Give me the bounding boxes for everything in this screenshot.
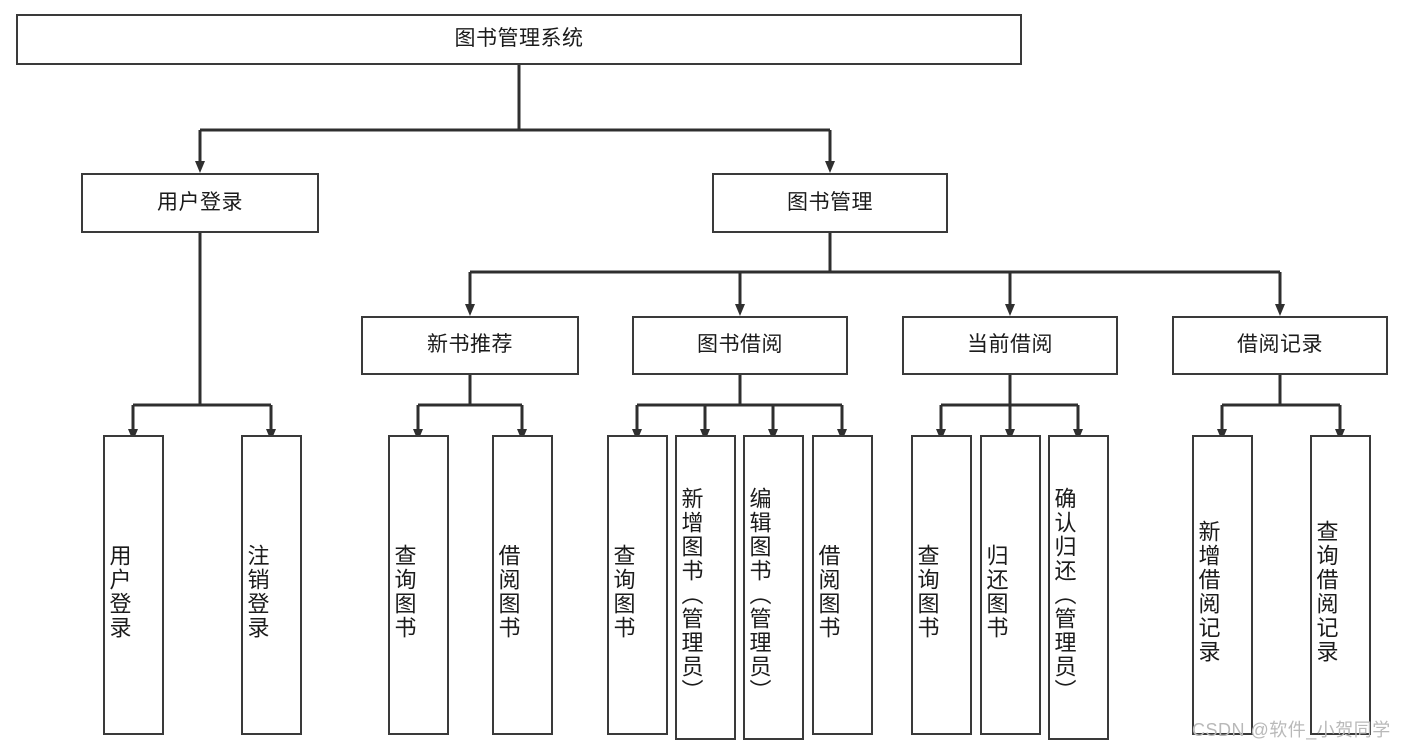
node-new-book-recommend-label: 新书推荐	[427, 333, 513, 357]
leaf-logout-label: 注销登录	[244, 544, 270, 640]
leaf-add-book[interactable]: 新增图书（管理员）	[675, 435, 736, 740]
leaf-edit-book[interactable]: 编辑图书（管理员）	[743, 435, 804, 740]
node-user-login[interactable]: 用户登录	[81, 173, 319, 233]
leaf-query-book-3-label: 查询图书	[914, 544, 940, 640]
watermark: CSDN @软件_小贺同学	[1192, 720, 1391, 740]
node-book-borrow-label: 图书借阅	[697, 333, 783, 357]
leaf-confirm-return-label: 确认归还（管理员）	[1051, 486, 1077, 703]
node-borrow-record-label: 借阅记录	[1237, 333, 1323, 357]
leaf-query-book-3[interactable]: 查询图书	[911, 435, 972, 735]
node-root-label: 图书管理系统	[454, 27, 584, 51]
leaf-borrow-book-1-label: 借阅图书	[495, 544, 521, 640]
leaf-query-record-label: 查询借阅记录	[1313, 520, 1339, 664]
leaf-query-book-2[interactable]: 查询图书	[607, 435, 668, 735]
node-user-login-label: 用户登录	[157, 190, 243, 214]
node-book-manage-label: 图书管理	[787, 190, 873, 214]
leaf-query-book-1-label: 查询图书	[391, 544, 417, 640]
leaf-query-book-2-label: 查询图书	[610, 544, 636, 640]
leaf-logout[interactable]: 注销登录	[241, 435, 302, 735]
leaf-return-book[interactable]: 归还图书	[980, 435, 1041, 735]
leaf-borrow-book-1[interactable]: 借阅图书	[492, 435, 553, 735]
leaf-edit-book-label: 编辑图书（管理员）	[746, 486, 772, 703]
node-book-borrow[interactable]: 图书借阅	[632, 316, 848, 375]
node-current-borrow[interactable]: 当前借阅	[902, 316, 1118, 375]
leaf-user-login-label: 用户登录	[106, 544, 132, 640]
leaf-add-record-label: 新增借阅记录	[1195, 520, 1221, 664]
node-book-manage[interactable]: 图书管理	[712, 173, 948, 233]
node-borrow-record[interactable]: 借阅记录	[1172, 316, 1388, 375]
node-root[interactable]: 图书管理系统	[16, 14, 1022, 65]
node-current-borrow-label: 当前借阅	[967, 333, 1053, 357]
leaf-borrow-book-2[interactable]: 借阅图书	[812, 435, 873, 735]
leaf-query-record[interactable]: 查询借阅记录	[1310, 435, 1371, 735]
leaf-add-book-label: 新增图书（管理员）	[678, 486, 704, 703]
leaf-query-book-1[interactable]: 查询图书	[388, 435, 449, 735]
leaf-return-book-label: 归还图书	[983, 544, 1009, 640]
node-new-book-recommend[interactable]: 新书推荐	[361, 316, 579, 375]
leaf-user-login[interactable]: 用户登录	[103, 435, 164, 735]
leaf-borrow-book-2-label: 借阅图书	[815, 544, 841, 640]
leaf-add-record[interactable]: 新增借阅记录	[1192, 435, 1253, 735]
leaf-confirm-return[interactable]: 确认归还（管理员）	[1048, 435, 1109, 740]
